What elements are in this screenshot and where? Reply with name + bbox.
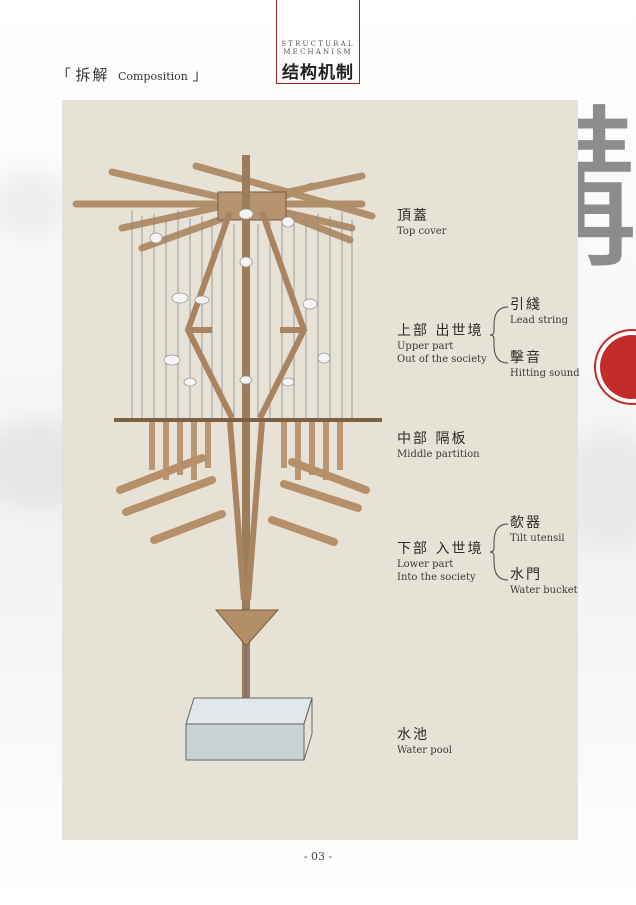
bracket-close: 」 [192,66,208,84]
lower-frame [227,421,265,601]
middle-partition [114,418,382,422]
label-lead-string: 引綫 Lead string [510,296,568,327]
brace-lower [490,523,509,581]
label-water-bucket-en: Water bucket [510,585,578,596]
page-number: - 03 - [303,850,333,863]
label-lower-part-en1: Lower part [397,559,454,570]
label-lead-string-en: Lead string [510,315,569,326]
bracket-open: 「 [56,66,72,84]
label-upper-part-en1: Upper part [397,341,454,352]
label-lower-part-zh: 下部 入世境 [397,541,484,557]
label-hitting-sound-en: Hitting sound [510,368,580,379]
tilt-utensils [116,454,370,546]
label-top-cover-zh: 頂蓋 [397,208,429,224]
label-middle-partition: 中部 隔板 Middle partition [397,430,480,461]
header-en-line2: MECHANISM [283,48,353,56]
label-middle-partition-zh: 中部 隔板 [397,431,468,447]
label-water-pool-en: Water pool [397,745,452,756]
label-upper-part-zh: 上部 出世境 [397,323,484,339]
center-mast [242,155,250,700]
section-title-en: Composition [117,70,188,83]
label-upper-part-en2: Out of the society [397,354,487,365]
header-box: STRUCTURAL MECHANISM 结构机制 [276,0,360,84]
water-bucket-cone [214,609,280,647]
header-title-zh: 结构机制 [282,63,354,83]
label-hitting-sound-zh: 擊音 [510,350,542,366]
upper-frame [184,210,308,420]
label-lead-string-zh: 引綫 [510,297,542,313]
label-tilt-utensil: 欹器 Tilt utensil [510,514,565,545]
water-pool [185,697,313,761]
label-middle-partition-en: Middle partition [397,449,480,460]
brace-upper [490,306,509,364]
label-water-bucket-zh: 水門 [510,567,542,583]
mist-cloud [0,170,70,240]
label-water-pool: 水池 Water pool [397,726,452,757]
label-tilt-utensil-zh: 欹器 [510,515,542,531]
section-heading: 「 拆解 Composition 」 [56,64,207,85]
label-hitting-sound: 擊音 Hitting sound [510,349,580,380]
label-tilt-utensil-en: Tilt utensil [510,533,565,544]
section-title-zh: 拆解 [75,66,110,84]
structure-diagram [72,155,382,761]
label-lower-part: 下部 入世境 Lower part Into the society [397,540,483,584]
label-top-cover-en: Top cover [397,226,447,237]
label-top-cover: 頂蓋 Top cover [397,207,446,238]
label-water-pool-zh: 水池 [397,727,429,743]
label-lower-part-en2: Into the society [397,572,476,583]
lead-strings [131,210,353,420]
hitting-stones [149,208,331,387]
header-en-line1: STRUCTURAL [281,40,355,48]
label-water-bucket: 水門 Water bucket [510,566,578,597]
label-upper-part: 上部 出世境 Upper part Out of the society [397,322,487,366]
